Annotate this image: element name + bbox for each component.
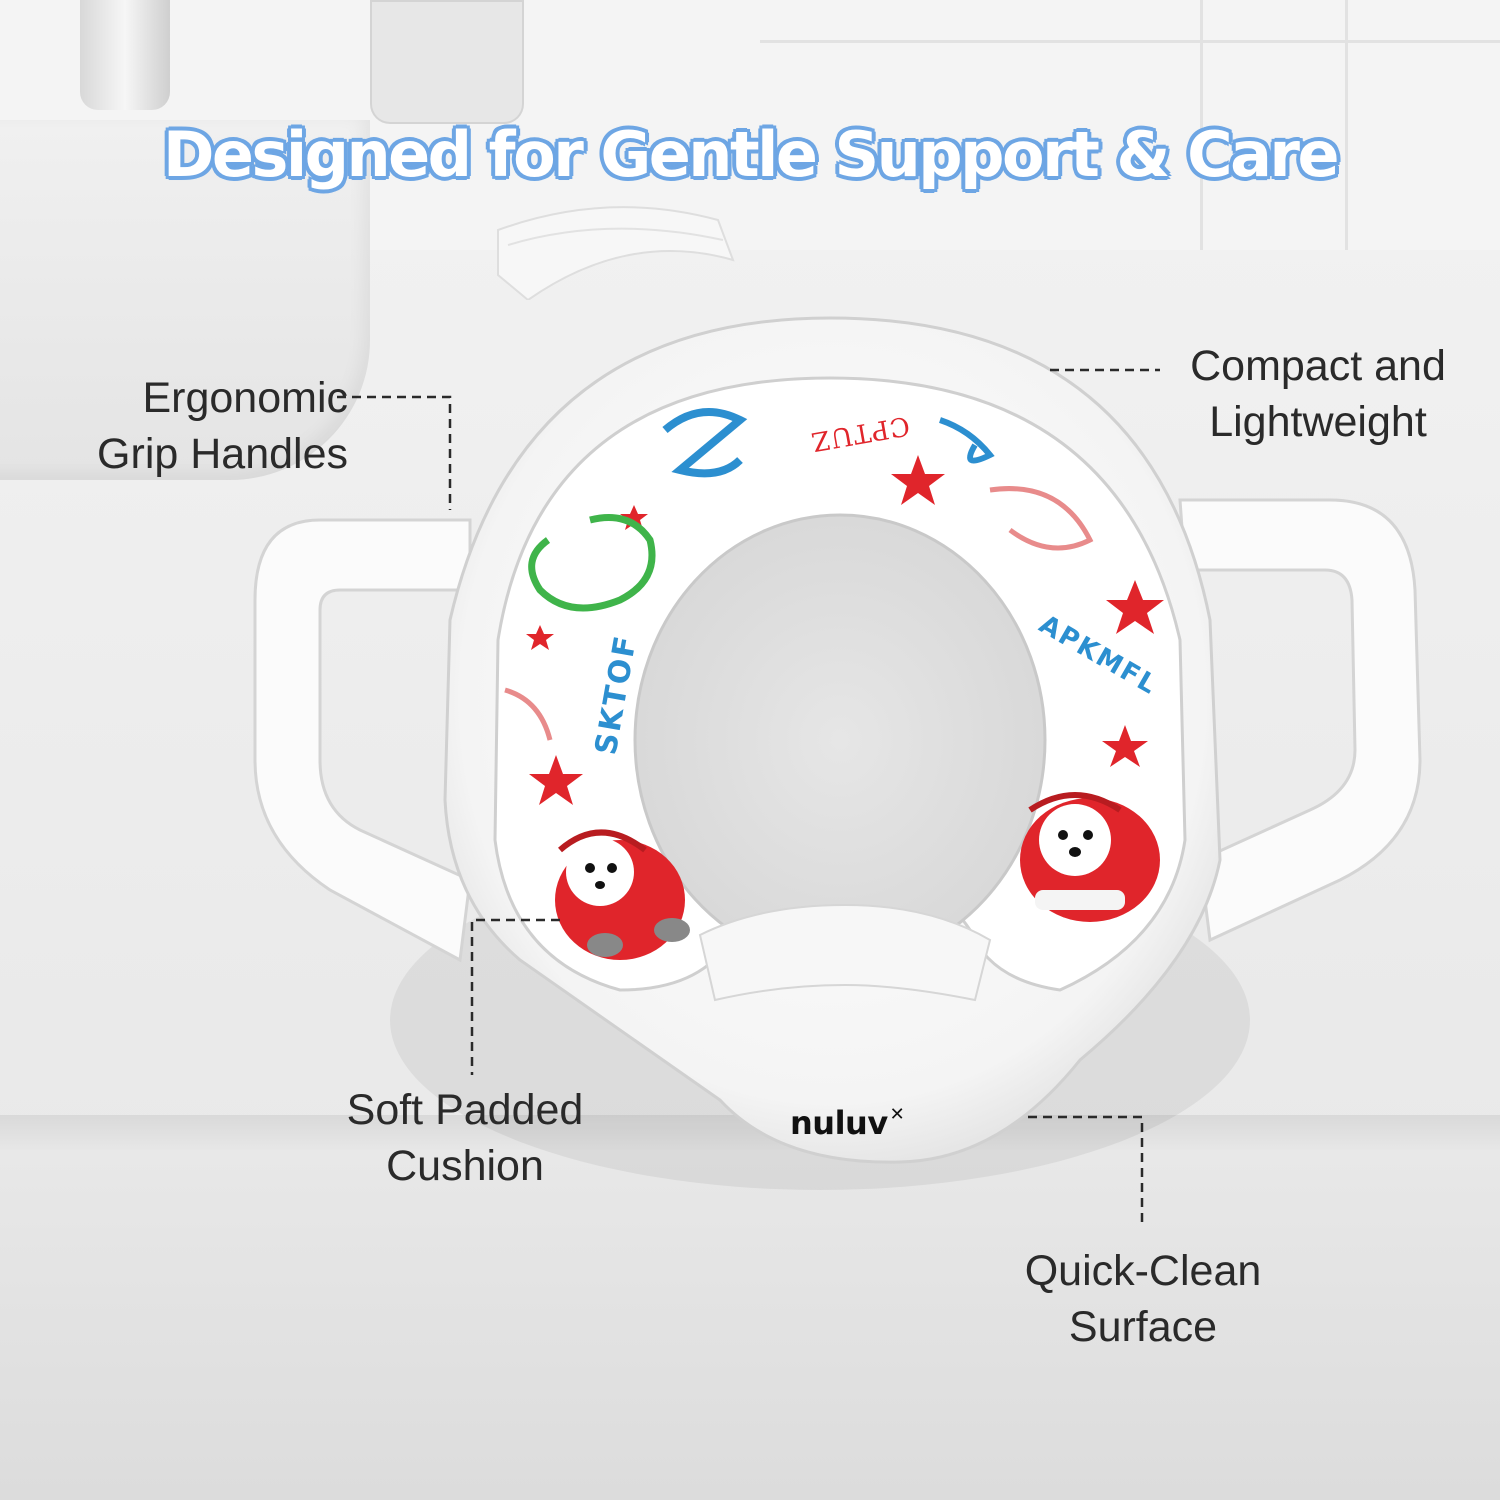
callout-grip-line-1: Ergonomic [142, 374, 348, 422]
callout-clean-line-2: Surface [1068, 1303, 1218, 1351]
leader-line-cushion [470, 918, 560, 1075]
leader-line-clean [1028, 1115, 1144, 1228]
callout-cushion-line-1: Soft Padded [346, 1086, 584, 1134]
callout-cushion-line-2: Cushion [386, 1142, 544, 1190]
brand-name: nuluv [790, 1104, 888, 1142]
callout-grip-line-2: Grip Handles [97, 430, 348, 478]
callout-compact: Compact and Lightweight [1160, 338, 1476, 450]
sink-basin [0, 120, 370, 480]
headline: Designed for Gentle Support & Care [162, 118, 1340, 191]
callout-compact-line-2: Lightweight [1209, 398, 1427, 446]
left-bear-character [555, 829, 690, 960]
right-bear-character [1020, 792, 1160, 922]
folded-towel [497, 206, 735, 300]
leader-line-grip [337, 395, 452, 510]
glass-bottle [370, 0, 524, 124]
callout-clean-line-1: Quick-Clean [1024, 1247, 1262, 1295]
callout-clean: Quick-Clean Surface [995, 1243, 1291, 1355]
right-grip-handle [1178, 498, 1422, 943]
callout-cushion: Soft Padded Cushion [320, 1082, 610, 1194]
cabinet [0, 1150, 1500, 1500]
brand-mark-icon: ✕ [889, 1104, 905, 1125]
brand-logo: nuluv✕ [790, 1104, 905, 1142]
callout-compact-line-1: Compact and [1190, 342, 1446, 390]
faucet [80, 0, 170, 110]
left-grip-handle [253, 518, 472, 963]
callout-grip-handles: Ergonomic Grip Handles [40, 370, 348, 482]
